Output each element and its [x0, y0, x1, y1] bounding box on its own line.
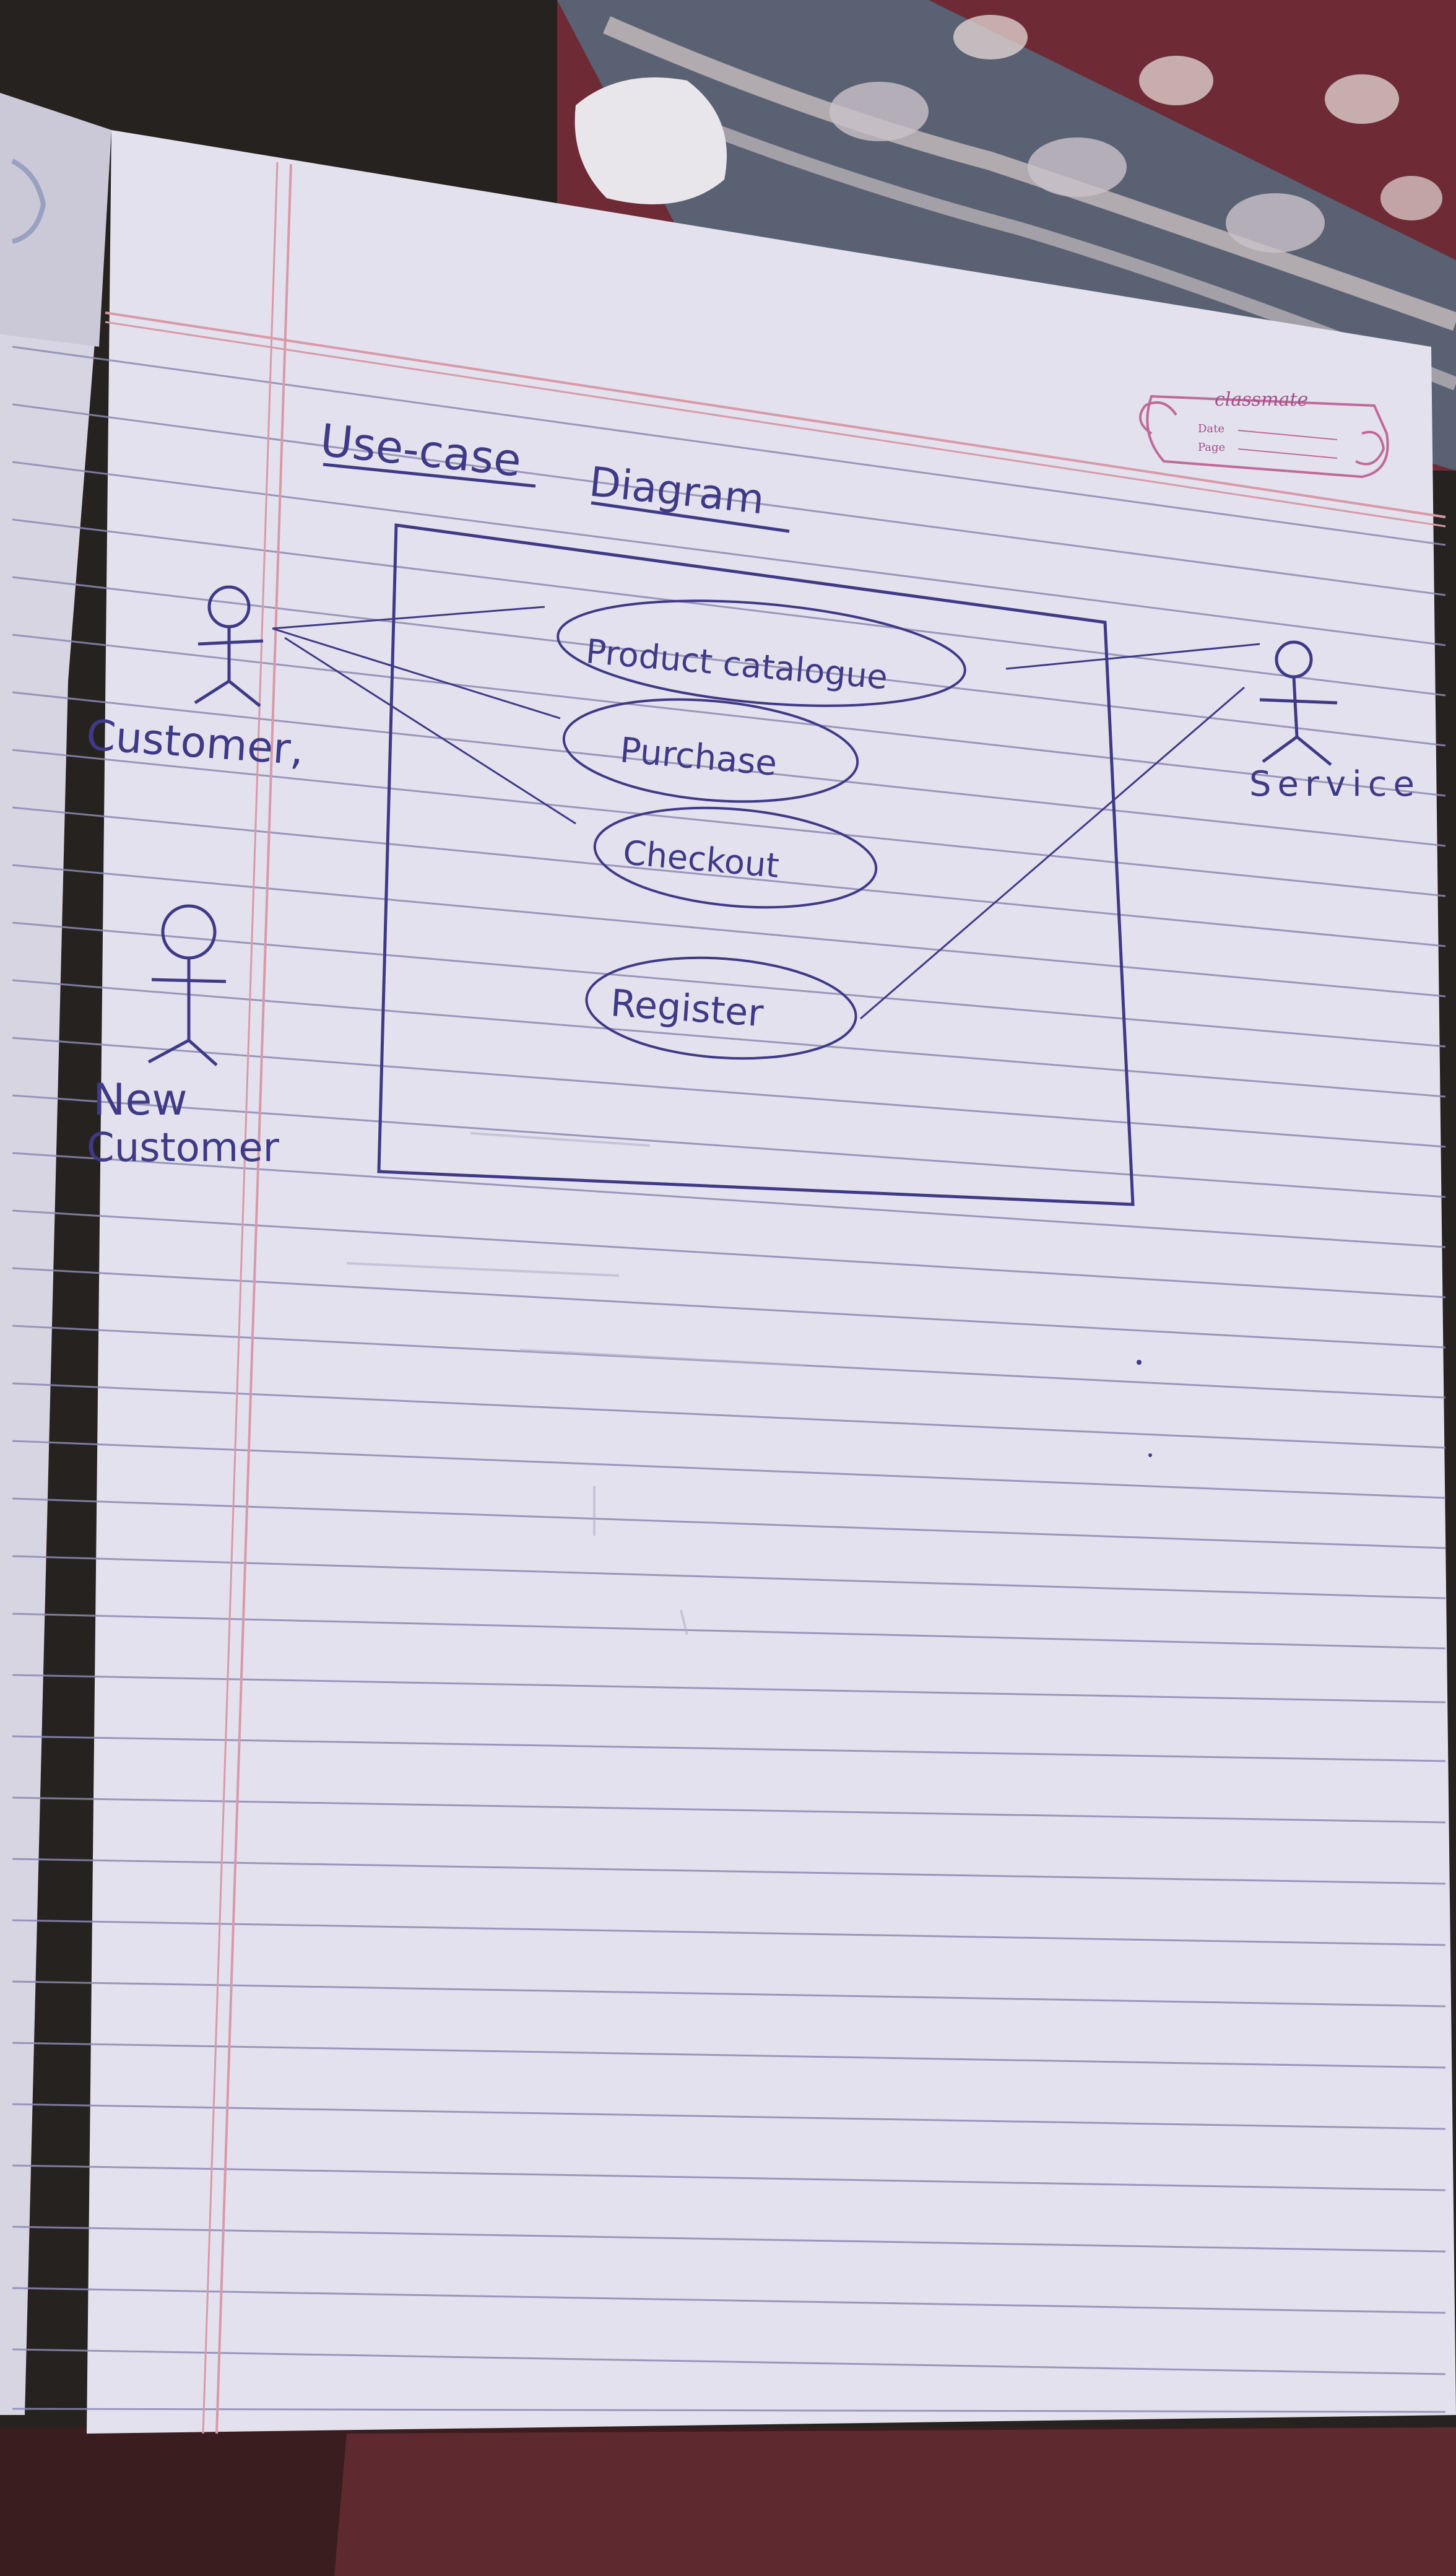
ruled-line: [12, 403, 1446, 596]
ruled-line: [12, 1209, 1446, 1299]
ruled-line: [12, 691, 1446, 847]
ruled-line: [12, 1037, 1446, 1148]
ruled-line: [12, 1980, 1446, 2008]
ruled-line: [12, 346, 1446, 546]
new-customer-actor-icon: [147, 904, 227, 1066]
heading-underline-1: [323, 463, 536, 488]
customer-actor-icon: [194, 585, 264, 707]
ruled-line: [12, 2348, 1446, 2375]
ink-dot: [1148, 1453, 1152, 1457]
ruled-line: [12, 1919, 1446, 1946]
date-label: Date: [1198, 422, 1224, 435]
notebook-page: [87, 130, 1456, 2434]
ruled-line: [12, 2103, 1446, 2130]
ruled-line: [12, 518, 1446, 697]
service-actor-label: Service: [1249, 764, 1421, 804]
show-through-marks: [346, 1132, 805, 1635]
ruled-line: [12, 1555, 1446, 1599]
heading-underline-2: [591, 501, 790, 533]
brand-logo-text: classmate: [1215, 389, 1308, 411]
ruled-line: [12, 1152, 1446, 1248]
ruled-line: [12, 2042, 1446, 2069]
ruled-lines: [12, 346, 1446, 2413]
ruled-line: [12, 461, 1446, 646]
ruled-line: [12, 2164, 1446, 2191]
white-cloth: [574, 77, 727, 204]
ruled-line: [12, 864, 1446, 998]
service-actor-icon: [1259, 640, 1338, 766]
use-case-register: Register: [585, 956, 857, 1060]
ruled-line: [12, 1796, 1446, 1824]
ruled-line: [12, 749, 1446, 897]
left-page-edge: [0, 93, 111, 2415]
ruled-line: [12, 2226, 1446, 2253]
ruled-line: [12, 1858, 1446, 1885]
classmate-date-box: classmate Date Page: [1139, 389, 1389, 479]
use-case-label: Register: [609, 981, 765, 1035]
ruled-line: [12, 2408, 1446, 2413]
ruled-line: [12, 1440, 1446, 1499]
ruled-line: [12, 1674, 1446, 1704]
ink-dot: [1137, 1360, 1142, 1365]
ruled-line: [12, 576, 1446, 747]
left-margin-line: [215, 163, 292, 2434]
ruled-line: [12, 1497, 1446, 1549]
ruled-line: [12, 2287, 1446, 2314]
ruled-line: [12, 979, 1446, 1098]
patterned-cloth: [557, 0, 1456, 471]
new-customer-label-line-2: Customer: [87, 1125, 280, 1171]
top-margin-line: [105, 311, 1446, 518]
association-lines: [272, 606, 1260, 1020]
ruled-line: [12, 1735, 1446, 1762]
ruled-line: [12, 806, 1446, 947]
system-boundary: [377, 523, 1135, 1206]
ruled-line: [12, 1612, 1446, 1650]
new-customer-label-line-1: New: [93, 1074, 188, 1125]
page-label: Page: [1198, 441, 1225, 454]
ruled-line: [12, 1267, 1446, 1349]
ruled-line: [12, 1094, 1446, 1198]
ruled-line: [12, 633, 1446, 797]
